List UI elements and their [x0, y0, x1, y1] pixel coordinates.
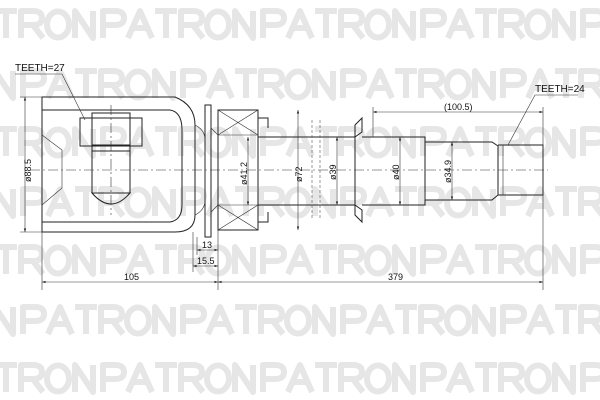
watermark-logo [0, 189, 13, 216]
watermark-logo [0, 129, 93, 156]
watermark-logo [423, 247, 573, 274]
watermark-logo [263, 365, 413, 392]
length-379-label: 379 [388, 272, 403, 282]
watermark-logo [423, 365, 573, 392]
watermark-logo [583, 11, 600, 38]
watermark-layer [0, 11, 600, 392]
watermark-logo [103, 129, 253, 156]
dimensions [15, 73, 578, 290]
watermark-logo [343, 71, 493, 98]
watermark-logo [183, 71, 333, 98]
watermark-logo [0, 307, 13, 334]
width-13-label: 13 [202, 240, 212, 250]
watermark-logo [0, 11, 93, 38]
teeth-left-label: TEETH=27 [15, 63, 65, 74]
watermark-logo [263, 247, 413, 274]
spline-length-label: (100.5) [444, 102, 473, 112]
boss-diameter-label: ø41.2 [239, 162, 249, 185]
watermark-logo [503, 189, 600, 216]
length-105-label: 105 [124, 272, 139, 282]
shaft-diameter-39-label: ø39 [328, 164, 338, 180]
shaft-boss [217, 109, 269, 231]
watermark-logo [343, 307, 493, 334]
flange [194, 104, 219, 238]
watermark-logo [103, 11, 253, 38]
watermark-logo [583, 365, 600, 392]
watermark-logo [183, 307, 333, 334]
width-15-5-label: 15.5 [197, 256, 215, 266]
watermark-logo [343, 189, 493, 216]
watermark-logo [0, 365, 93, 392]
flange-diameter-label: ø72 [294, 166, 304, 182]
outer-joint-housing [41, 96, 196, 233]
watermark-logo [583, 247, 600, 274]
shaft-diameter-40-label: ø40 [391, 164, 401, 180]
housing-diameter-label: ø88.5 [23, 159, 33, 182]
watermark-logo [583, 129, 600, 156]
watermark-logo [103, 247, 253, 274]
shaft-diameter-349-label: ø34.9 [443, 160, 453, 183]
teeth-right-label: TEETH=24 [535, 84, 585, 95]
watermark-logo [423, 11, 573, 38]
watermark-logo [503, 307, 600, 334]
watermark-logo [23, 71, 173, 98]
watermark-logo [0, 71, 13, 98]
watermark-logo [263, 129, 413, 156]
watermark-logo [263, 11, 413, 38]
watermark-logo [0, 247, 93, 274]
watermark-logo [23, 307, 173, 334]
watermark-logo [103, 365, 253, 392]
